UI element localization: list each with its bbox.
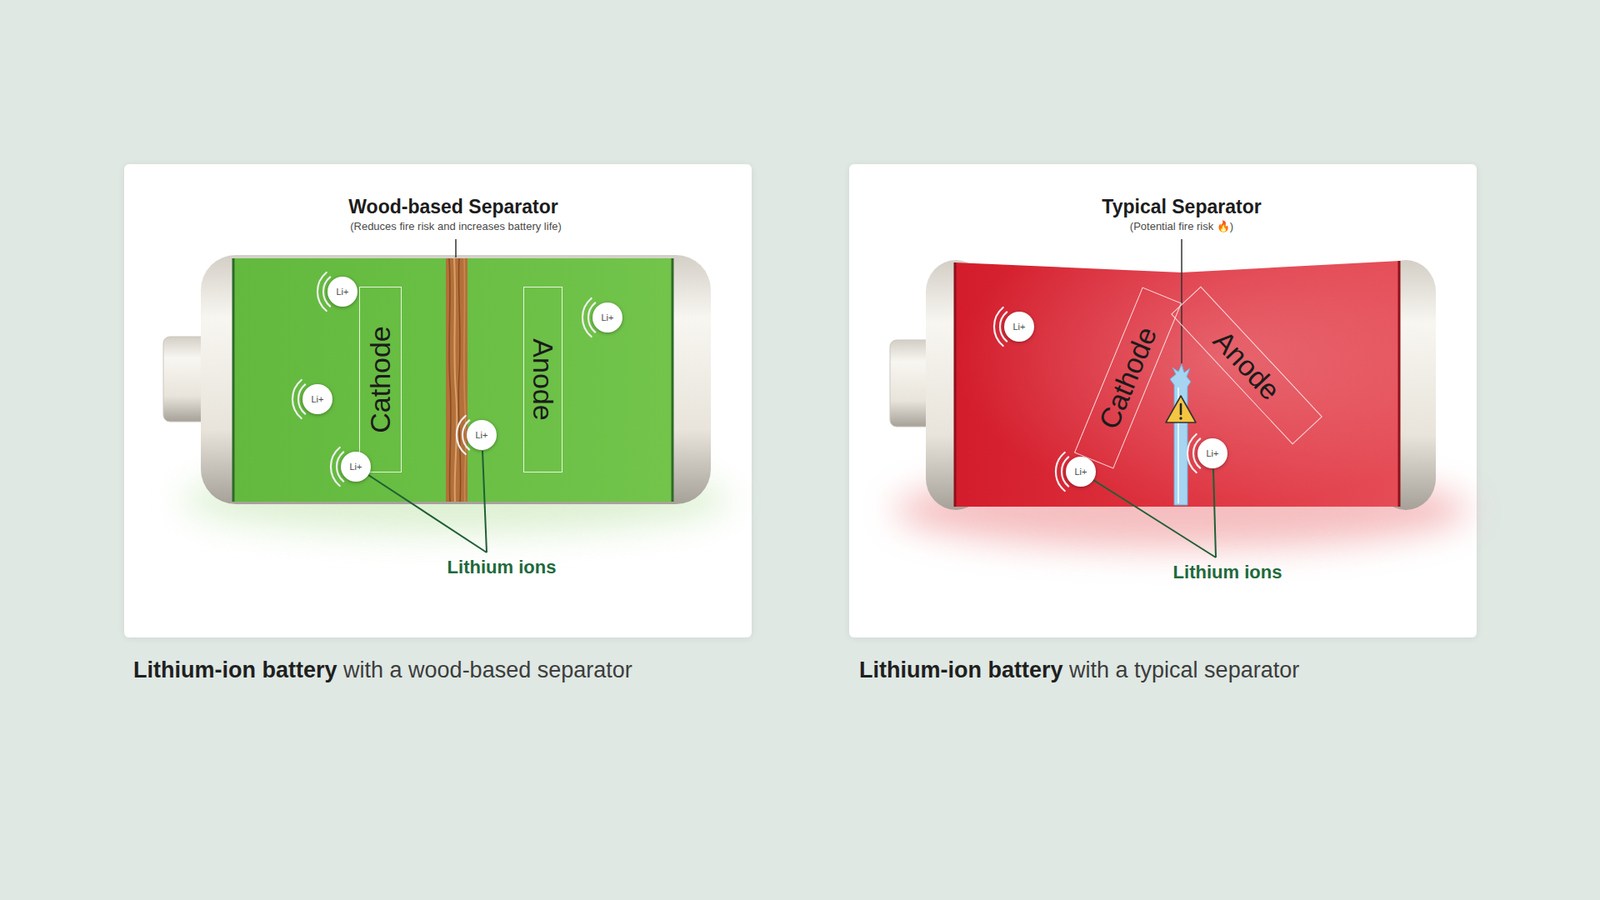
lithium-ion: Li+ bbox=[466, 420, 497, 450]
electrode-label: Cathode bbox=[364, 325, 395, 434]
callout-label: Lithium ions bbox=[447, 556, 557, 579]
electrode-box: Cathode bbox=[359, 286, 402, 473]
electrode-box: Cathode bbox=[1073, 286, 1181, 469]
ion-symbol: Li+ bbox=[350, 462, 363, 472]
separator-note: (Potential fire risk 🔥) bbox=[1130, 220, 1234, 234]
battery-good bbox=[163, 239, 711, 505]
warning-mark bbox=[1180, 404, 1183, 415]
battery-panel: Wood-based Separator (Reduces fire risk a… bbox=[124, 164, 752, 638]
separator-note: (Reduces fire risk and increases battery… bbox=[350, 220, 562, 234]
casing-edge bbox=[232, 258, 235, 502]
wood-grain bbox=[449, 258, 451, 502]
caption-text: with a wood-based separator bbox=[343, 656, 633, 684]
lithium-ion: Li+ bbox=[327, 276, 358, 307]
electrolyte bbox=[954, 260, 1400, 507]
ion-symbol: Li+ bbox=[475, 430, 489, 440]
caption-text: with a typical separator bbox=[1069, 656, 1300, 684]
separator-title: Typical Separator bbox=[1101, 195, 1261, 218]
leader-line bbox=[482, 450, 487, 553]
lithium-ion: Li+ bbox=[1197, 438, 1228, 469]
separator-title: Wood-based Separator bbox=[348, 195, 558, 218]
wood-grain bbox=[458, 258, 461, 502]
electrode-label: Cathode bbox=[1092, 321, 1163, 433]
electrolyte bbox=[232, 258, 674, 502]
casing-edge bbox=[1398, 260, 1401, 507]
leader-line bbox=[368, 475, 487, 553]
electrode-box: Anode bbox=[1170, 285, 1323, 445]
electrode-box: Anode bbox=[523, 286, 563, 473]
typical-separator bbox=[1170, 364, 1191, 505]
panel-card bbox=[849, 164, 1477, 638]
panel-card bbox=[124, 164, 752, 638]
electrode-label: Anode bbox=[526, 338, 558, 420]
wood-separator bbox=[445, 258, 468, 502]
lithium-ion: Li+ bbox=[302, 384, 333, 415]
ion-symbol: Li+ bbox=[601, 313, 615, 323]
lithium-ion: Li+ bbox=[340, 451, 371, 482]
leader-line bbox=[1180, 239, 1183, 364]
electrode-label: Anode bbox=[1207, 324, 1286, 405]
warning-icon bbox=[1165, 395, 1196, 423]
battery-faulty bbox=[890, 239, 1436, 510]
lithium-ion: Li+ bbox=[1004, 311, 1035, 342]
lithium-ion: Li+ bbox=[1065, 456, 1096, 487]
electrolyte-highlight bbox=[954, 260, 1400, 507]
callout-label: Lithium ions bbox=[1173, 561, 1283, 584]
ion-symbol: Li+ bbox=[336, 287, 350, 297]
lithium-ion: Li+ bbox=[592, 302, 623, 333]
caption-strong: Lithium-ion battery bbox=[859, 656, 1064, 684]
casing-edge bbox=[671, 258, 675, 502]
ion-symbol: Li+ bbox=[1206, 449, 1220, 459]
wood-grain bbox=[454, 258, 457, 502]
ion-symbol: Li+ bbox=[311, 395, 325, 405]
caption-strong: Lithium-ion battery bbox=[133, 656, 338, 684]
casing-edge bbox=[954, 262, 957, 507]
wood-grain bbox=[464, 258, 466, 502]
leader-line bbox=[1213, 469, 1216, 558]
leader-line bbox=[1093, 480, 1216, 558]
warning-mark bbox=[1179, 416, 1182, 420]
ion-symbol: Li+ bbox=[1013, 322, 1026, 332]
battery-panel: Typical Separator (Potential fire risk 🔥)… bbox=[849, 164, 1477, 638]
ion-symbol: Li+ bbox=[1075, 467, 1088, 477]
battery-casing bbox=[200, 255, 711, 505]
leader-line bbox=[455, 239, 457, 258]
